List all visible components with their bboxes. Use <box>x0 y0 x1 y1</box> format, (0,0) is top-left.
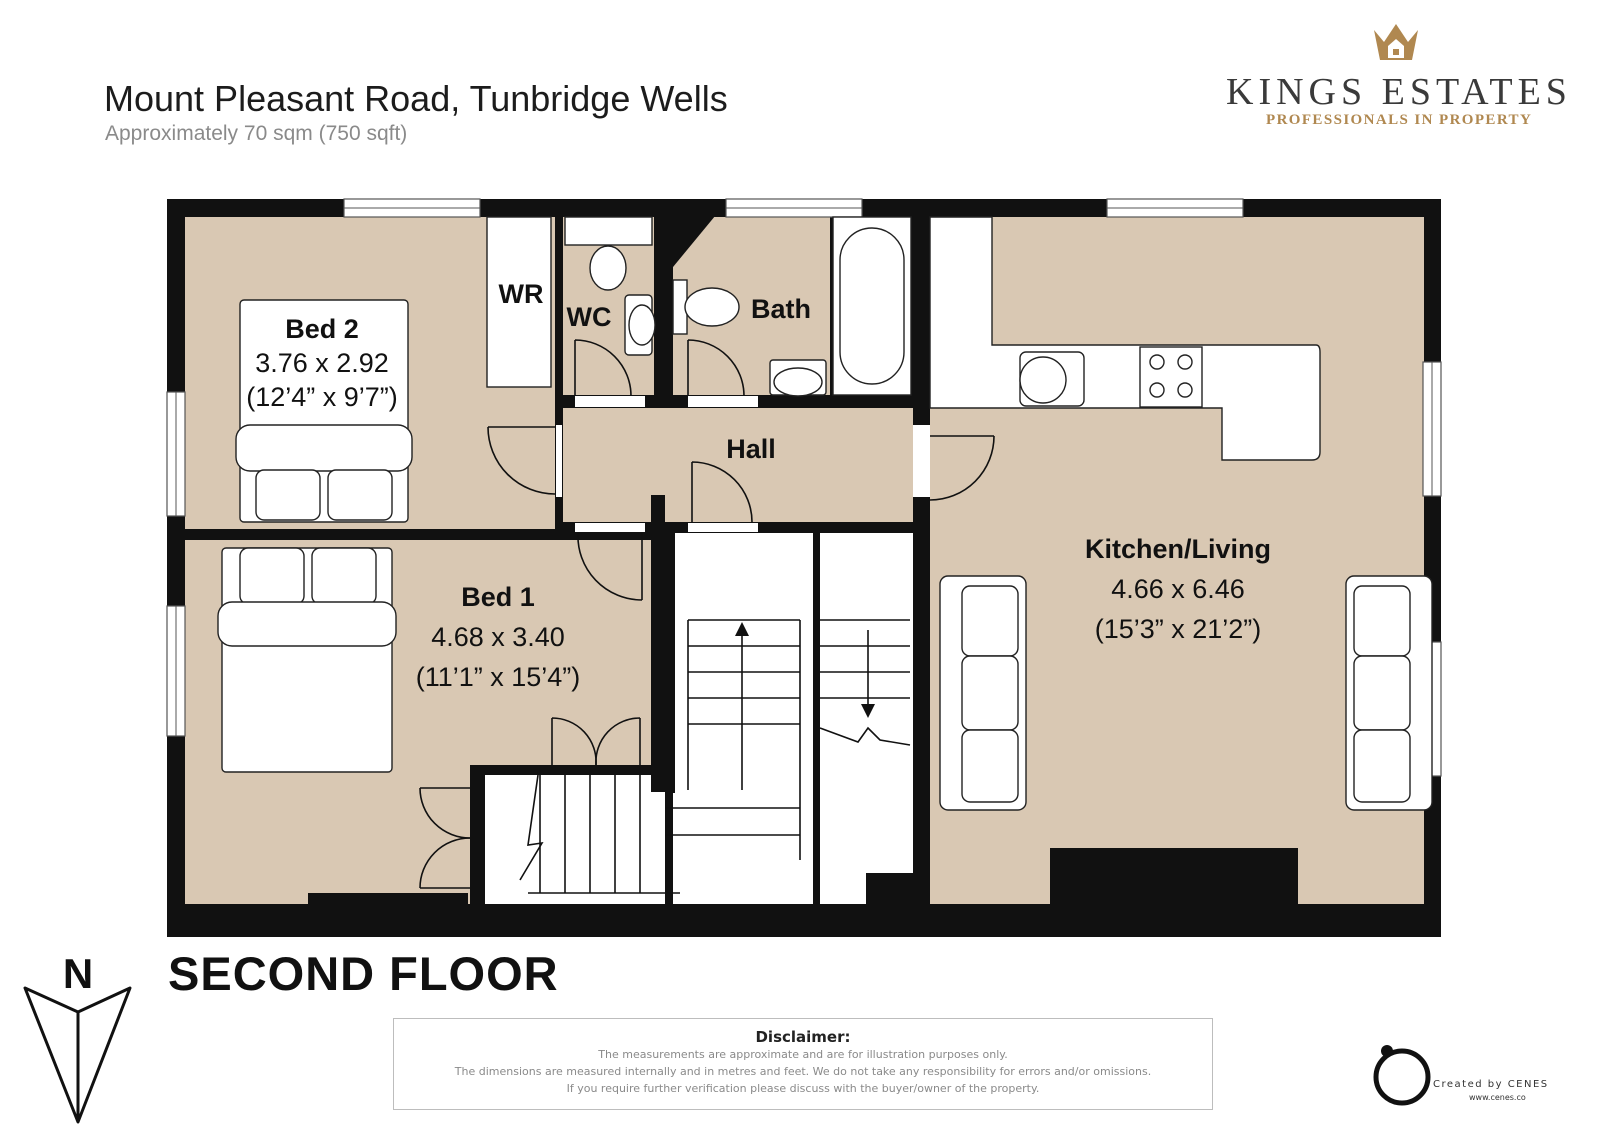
stairwell <box>470 533 913 904</box>
room-labels: Bed 2 3.76 x 2.92 (12’4” x 9’7”) WR WC B… <box>246 279 1271 692</box>
disclaimer-heading: Disclaimer: <box>755 1028 851 1046</box>
hall-label: Hall <box>726 434 776 464</box>
disclaimer-line: If you require further verification plea… <box>566 1082 1040 1095</box>
bed2-imperial: (12’4” x 9’7”) <box>246 382 398 412</box>
kitchen-name: Kitchen/Living <box>1085 534 1271 564</box>
bed2-metric: 3.76 x 2.92 <box>255 348 389 378</box>
bed1-metric: 4.68 x 3.40 <box>431 622 565 652</box>
wc-label: WC <box>567 302 612 332</box>
hall-floor <box>563 408 913 522</box>
credit-text: Created by CENES <box>1433 1079 1549 1090</box>
crown-house-icon <box>1374 24 1418 60</box>
disclaimer-box: Disclaimer: The measurements are approxi… <box>393 1018 1213 1110</box>
north-arrow-icon <box>23 986 132 1124</box>
credit-url: www.cenes.co <box>1469 1093 1526 1102</box>
page-title: Mount Pleasant Road, Tunbridge Wells <box>104 78 728 119</box>
compass: N <box>23 950 132 1124</box>
door-swings <box>419 339 995 889</box>
kitchen-metric: 4.66 x 6.46 <box>1111 574 1245 604</box>
wc-toilet <box>589 245 627 291</box>
disclaimer-line: The measurements are approximate and are… <box>598 1048 1008 1061</box>
compass-north-label: N <box>63 950 93 997</box>
area-subtitle: Approximately 70 sqm (750 sqft) <box>105 122 408 145</box>
fixtures <box>217 216 1433 811</box>
brand-tagline: PROFESSIONALS IN PROPERTY <box>1266 112 1533 128</box>
brand-name: KINGS ESTATES <box>1226 71 1572 113</box>
stair-up-arrow <box>735 622 749 636</box>
bath-label: Bath <box>751 294 811 324</box>
disclaimer-line: The dimensions are measured internally a… <box>454 1065 1152 1078</box>
kitchen-imperial: (15’3” x 21’2”) <box>1095 614 1262 644</box>
bed1-imperial: (11’1” x 15’4”) <box>416 662 581 692</box>
stair-down-arrow <box>861 704 875 718</box>
bed2-name: Bed 2 <box>285 314 359 344</box>
bath-floor <box>673 217 830 395</box>
bed1-name: Bed 1 <box>461 582 535 612</box>
floor-label: SECOND FLOOR <box>168 947 559 1000</box>
wardrobe <box>486 216 552 388</box>
wr-label: WR <box>499 279 544 309</box>
cenes-logo-icon <box>1373 1045 1431 1106</box>
wc-cistern <box>564 216 653 246</box>
